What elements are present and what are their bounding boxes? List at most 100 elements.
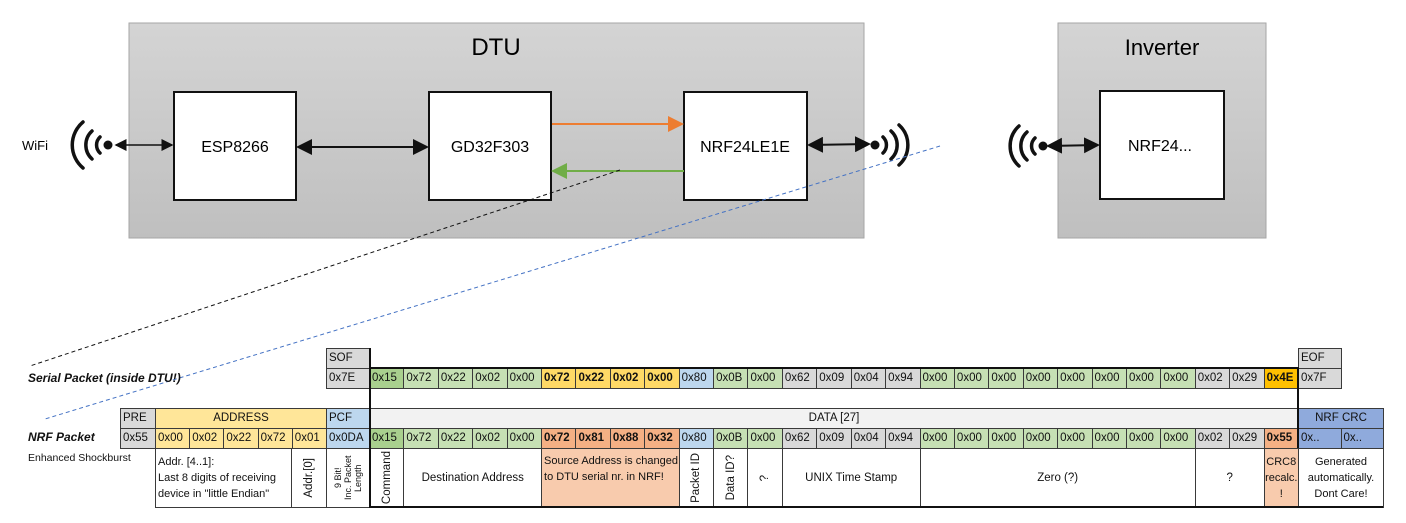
serial-byte: 0x15 [369, 368, 405, 389]
address-description-text: Addr. [4..1]: Last 8 digits of receiving… [158, 456, 277, 500]
field-description: Source Address is changed to DTU serial … [541, 448, 680, 508]
field-description-text: ? [1226, 472, 1233, 484]
field-description-text: Destination Address [421, 472, 524, 484]
nrf-byte: 0x0B [713, 428, 749, 449]
field-description: Destination Address [403, 448, 543, 508]
nrf-byte: 0x15 [369, 428, 405, 449]
serial-callout-line [29, 169, 621, 367]
nrf-byte: 0x00 [919, 428, 955, 449]
address-byte: 0x00 [155, 428, 191, 449]
nrf-byte: 0x55 [1263, 428, 1299, 449]
nrf-byte: 0x00 [1160, 428, 1196, 449]
pcf-value: 0x0DA [326, 428, 370, 449]
nrf-byte: 0x29 [1229, 428, 1265, 449]
serial-byte: 0x00 [1022, 368, 1059, 389]
dtu-title: DTU [471, 34, 520, 61]
pre-value: 0x55 [120, 428, 156, 449]
nrf-byte: 0x72 [541, 428, 577, 449]
serial-byte: 0x04 [850, 368, 887, 389]
serial-byte: 0x29 [1229, 368, 1265, 389]
serial-byte: 0x00 [988, 368, 1024, 389]
nrf-byte: 0x00 [1091, 428, 1127, 449]
field-description: Command [369, 448, 405, 508]
field-description-text: Source Address is changed to DTU serial … [544, 455, 678, 483]
nrf-packet-label: NRF Packet [28, 430, 95, 444]
inverter-antenna-link [1046, 137, 1100, 154]
wifi-antenna-icon [70, 120, 113, 170]
serial-byte: 0x00 [953, 368, 990, 389]
serial-byte: 0x00 [1160, 368, 1196, 389]
serial-byte: 0x09 [816, 368, 852, 389]
field-description: Zero (?) [919, 448, 1196, 508]
nrf-byte: 0x00 [988, 428, 1024, 449]
field-description: Packet ID [678, 448, 715, 508]
address-byte: 0x22 [223, 428, 259, 449]
serial-packet-label: Serial Packet (inside DTU!) [28, 371, 181, 385]
serial-byte: 0x00 [1091, 368, 1127, 389]
address-description: Addr. [4..1]: Last 8 digits of receiving… [155, 448, 292, 508]
serial-byte: 0x22 [437, 368, 474, 389]
serial-byte: 0x80 [678, 368, 715, 389]
field-description-text: UNIX Time Stamp [805, 472, 898, 484]
eof-value: 0x7F [1298, 368, 1342, 389]
address-byte: 0x02 [189, 428, 225, 449]
nrf-byte: 0x32 [644, 428, 680, 449]
serial-byte: 0x0B [713, 368, 749, 389]
nrf-byte: 0x62 [781, 428, 818, 449]
gd32-block [428, 91, 552, 201]
serial-byte: 0x94 [885, 368, 921, 389]
field-description: CRC8 recalc. ! [1263, 448, 1299, 508]
inverter-title: Inverter [1125, 35, 1200, 60]
crc-description-text: Generated automatically. Dont Care! [1307, 456, 1375, 500]
serial-byte: 0x00 [919, 368, 955, 389]
frame-line [1297, 368, 1299, 448]
addr0-description-text: Addr.[0] [303, 458, 315, 498]
gd32-label: GD32F303 [451, 139, 529, 156]
nrf-byte: 0x22 [437, 428, 474, 449]
nrf24le1e-block [683, 91, 808, 201]
nrf-crc-byte: 0x.. [1340, 428, 1384, 449]
serial-byte: 0x00 [747, 368, 783, 389]
serial-byte: 0x00 [506, 368, 543, 389]
field-description: ? [1194, 448, 1265, 508]
nrf24le1e-label: NRF24LE1E [700, 139, 790, 156]
nrf-crc-byte: 0x.. [1298, 428, 1342, 449]
inverter-antenna-icon [1008, 124, 1048, 168]
inverter-nrf-block [1099, 90, 1225, 200]
serial-byte: 0x00 [1125, 368, 1162, 389]
nrf-packet-sublabel: Enhanced Shockburst [28, 452, 131, 464]
address-byte: 0x72 [257, 428, 293, 449]
field-description: Data ID? [713, 448, 749, 508]
serial-byte: 0x02 [1194, 368, 1231, 389]
serial-byte: 0x02 [472, 368, 508, 389]
serial-byte: 0x4E [1263, 368, 1299, 389]
nrf-byte: 0x00 [747, 428, 783, 449]
serial-byte: 0x72 [541, 368, 577, 389]
serial-byte: 0x22 [575, 368, 611, 389]
field-description: UNIX Time Stamp [781, 448, 921, 508]
nrf-byte: 0x00 [1022, 428, 1059, 449]
field-description-text: ? [759, 474, 772, 482]
nrf-byte: 0x09 [816, 428, 852, 449]
address-byte: 0x01 [291, 428, 327, 449]
nrf-byte: 0x94 [885, 428, 921, 449]
nrf-byte: 0x04 [850, 428, 887, 449]
nrf-antenna-link [807, 136, 871, 153]
wifi-label: WiFi [22, 138, 48, 153]
nrf-byte: 0x02 [1194, 428, 1231, 449]
serial-byte: 0x72 [403, 368, 439, 389]
nrf-callout-line [44, 145, 941, 420]
frame-line [369, 348, 371, 508]
nrf-byte: 0x88 [609, 428, 646, 449]
nrf-antenna-icon [870, 123, 910, 167]
nrf-byte: 0x80 [678, 428, 715, 449]
nrf-byte: 0x00 [1057, 428, 1093, 449]
pcf-header: PCF [326, 408, 370, 429]
nrf-byte: 0x02 [472, 428, 508, 449]
serial-byte: 0x00 [1057, 368, 1093, 389]
pre-header: PRE [120, 408, 156, 429]
pcf-description-text: 9 Bit! Inc. Packet Length [333, 455, 363, 501]
nrf-byte: 0x00 [506, 428, 543, 449]
serial-byte: 0x62 [781, 368, 818, 389]
